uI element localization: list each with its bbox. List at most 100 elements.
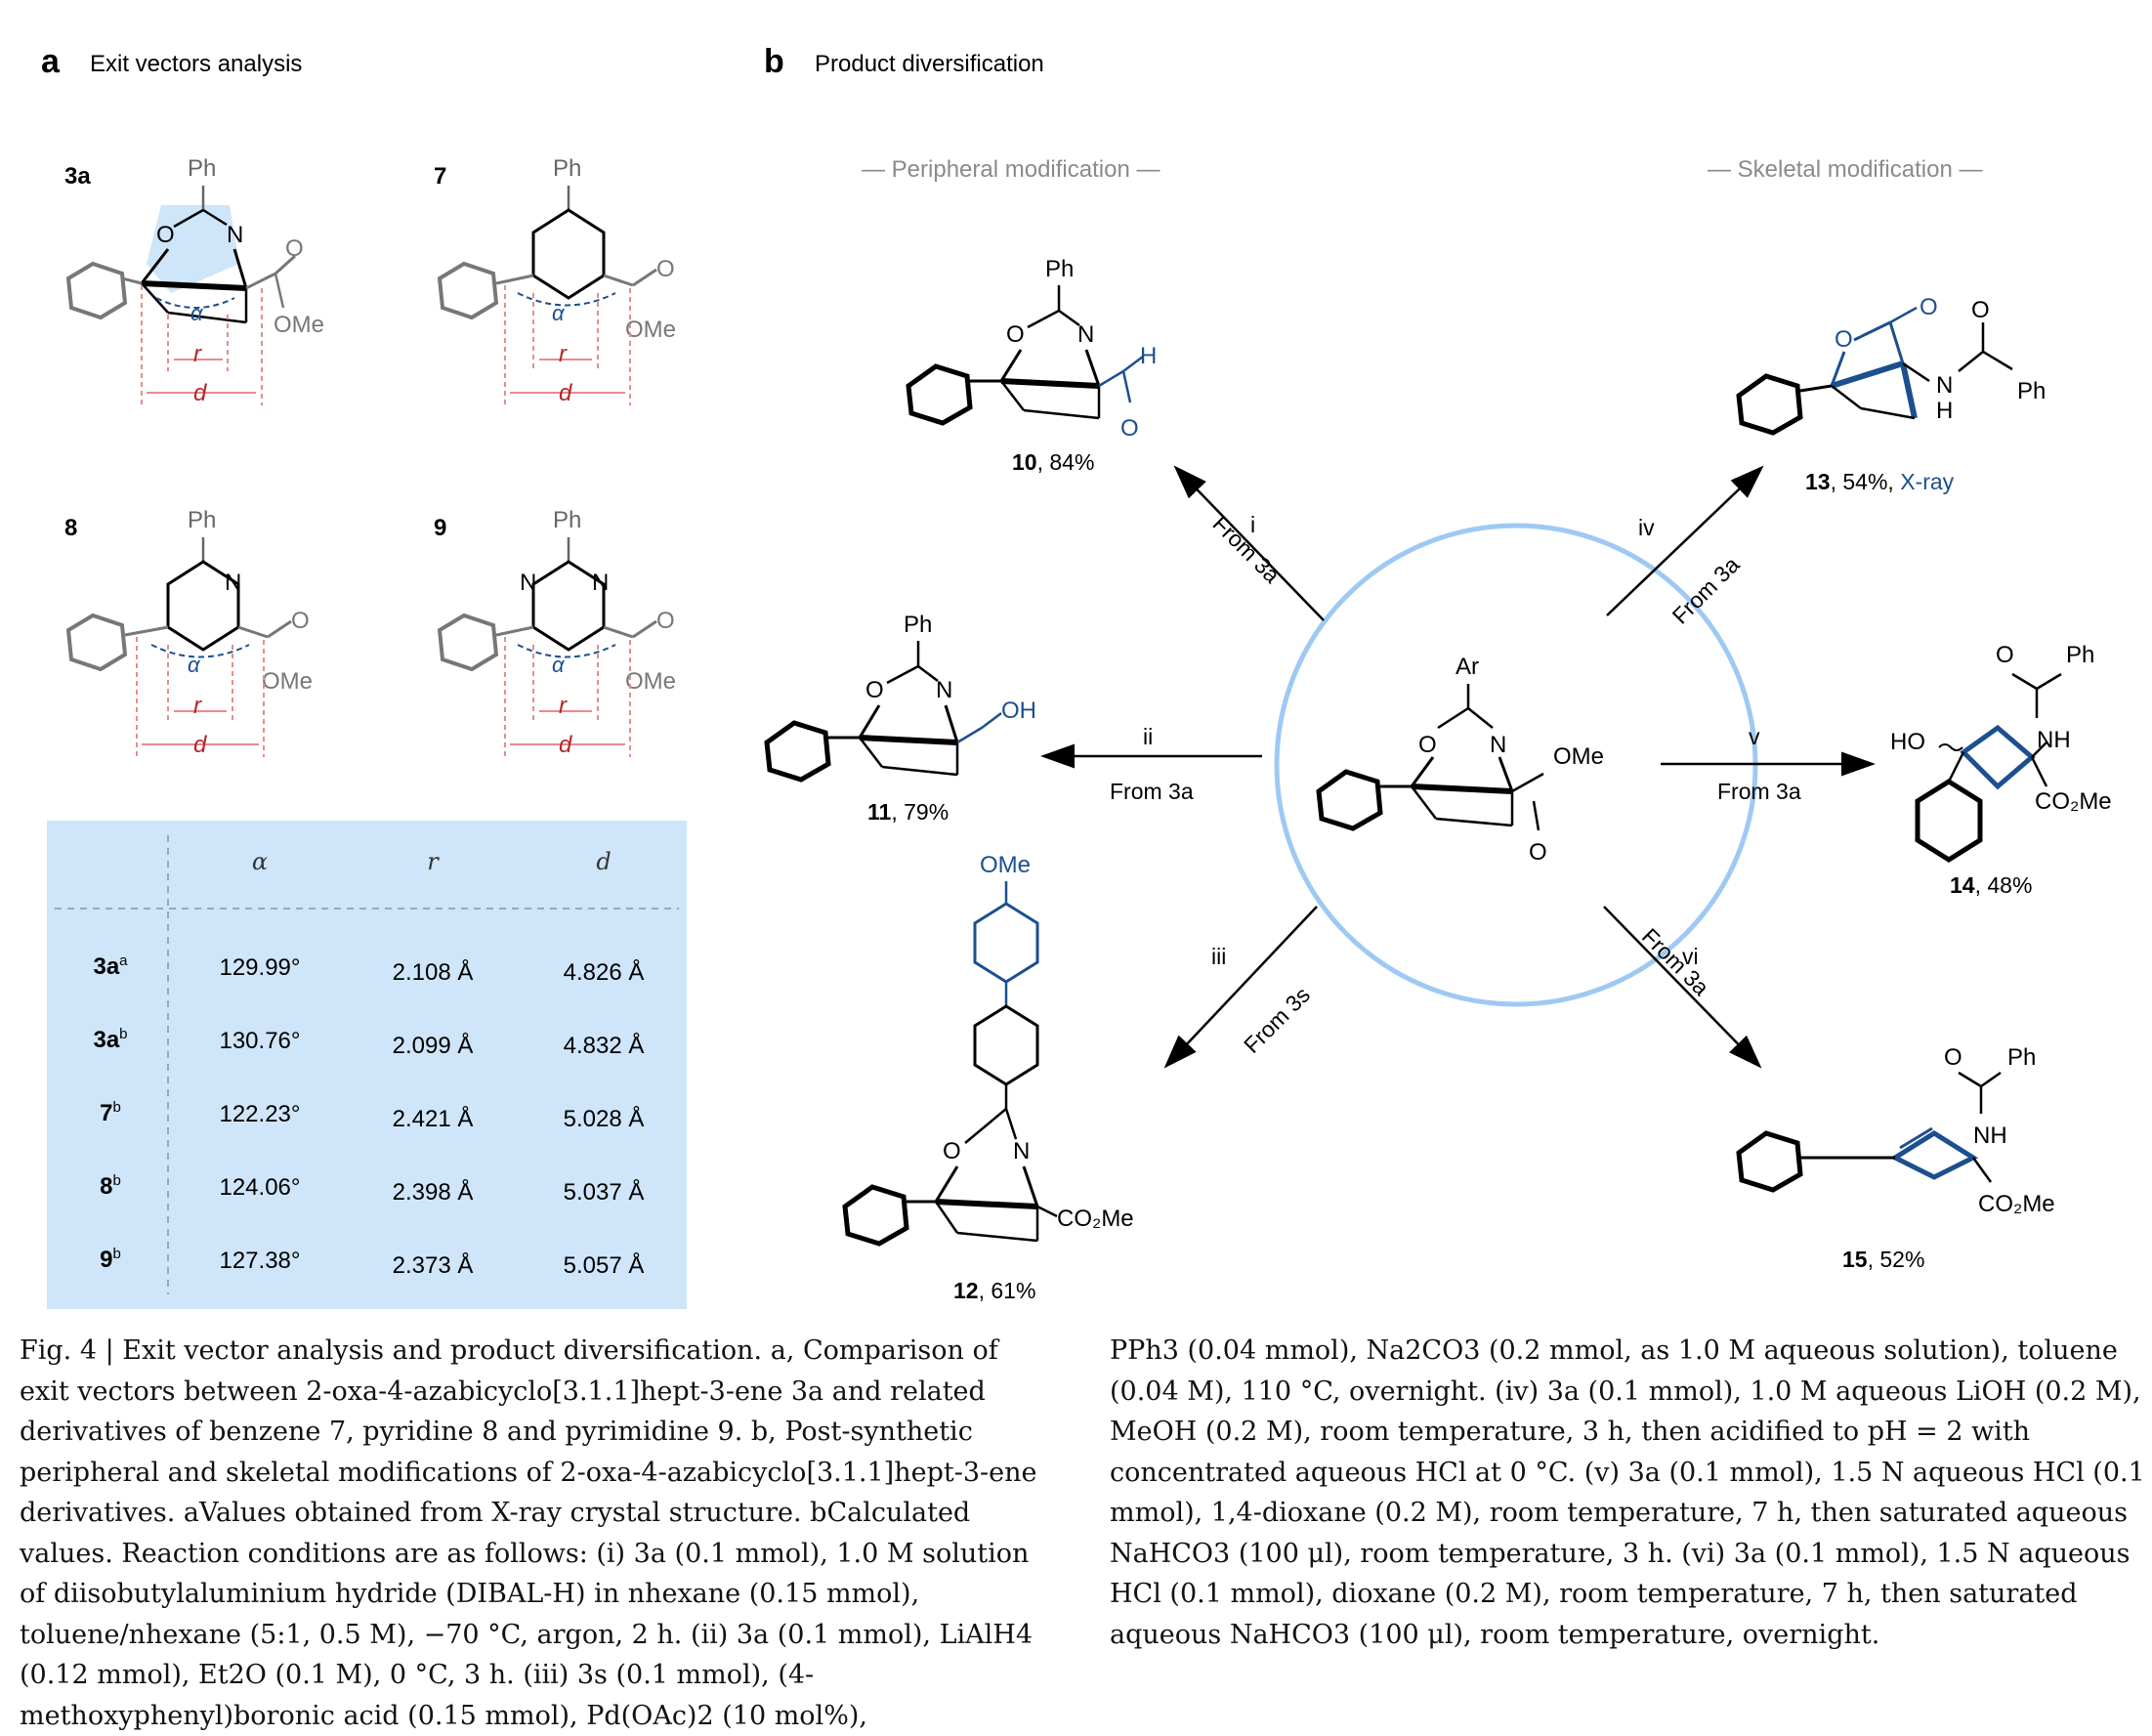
cell-d: 4.832 Å bbox=[563, 1033, 645, 1059]
label-8: 8 bbox=[64, 515, 77, 541]
table-dividers bbox=[55, 835, 679, 1294]
cell-alpha: 122.23° bbox=[219, 1101, 301, 1127]
co2me-label: CO₂Me bbox=[1057, 1206, 1134, 1232]
aldehyde-o-label: O bbox=[1120, 415, 1139, 442]
product-15-label: 15, 52% bbox=[1842, 1247, 1925, 1272]
product-11-label: 11, 79% bbox=[867, 799, 949, 825]
ph-label: Ph bbox=[2007, 1044, 2036, 1071]
cell-r: 2.108 Å bbox=[392, 959, 474, 986]
alpha-label: α bbox=[190, 301, 204, 325]
product-12: OMe O N CO₂Me bbox=[842, 852, 1134, 1247]
h-label: H bbox=[1936, 398, 1953, 424]
ph-label: Ph bbox=[553, 155, 581, 182]
ph-label: Ph bbox=[904, 612, 932, 638]
panel-b-letter: b bbox=[764, 43, 784, 80]
panel-b-title: Product diversification bbox=[815, 51, 1044, 77]
alpha-label: α bbox=[188, 653, 201, 677]
cell-d: 5.028 Å bbox=[563, 1106, 645, 1132]
ph-label: Ph bbox=[188, 507, 216, 533]
cell-alpha: 129.99° bbox=[219, 954, 301, 981]
ome-label: OMe bbox=[274, 312, 324, 338]
o2-label: O bbox=[656, 608, 675, 634]
arrow-iii-num: iii bbox=[1211, 944, 1226, 969]
ring-o-label: O bbox=[1835, 326, 1853, 353]
arrow-ii-from: From 3a bbox=[1110, 779, 1194, 804]
o-label: O bbox=[865, 677, 884, 703]
o-label: O bbox=[1996, 642, 2014, 668]
arrow-iii bbox=[1163, 906, 1318, 1069]
n2-label: N bbox=[592, 570, 609, 596]
xray-label: X-ray bbox=[1900, 469, 1955, 494]
product-12-label: 12, 61% bbox=[953, 1278, 1036, 1303]
cell-r: 2.373 Å bbox=[392, 1252, 474, 1279]
panel-a-letter: a bbox=[41, 43, 60, 80]
skeletal-heading: — Skeletal modification — bbox=[1708, 156, 1983, 183]
o-label: O bbox=[943, 1138, 961, 1164]
cell-alpha: 124.06° bbox=[219, 1174, 301, 1201]
ome-label: OMe bbox=[1553, 743, 1604, 770]
ph-label: Ph bbox=[188, 155, 216, 182]
n1-label: N bbox=[520, 570, 536, 596]
r-label: r bbox=[559, 693, 568, 719]
h-label: H bbox=[1140, 343, 1157, 369]
cell-d: 5.037 Å bbox=[563, 1179, 645, 1206]
arrow-i-from: From 3a bbox=[1207, 511, 1285, 588]
r-label: r bbox=[193, 341, 202, 367]
cell-d: 5.057 Å bbox=[563, 1252, 645, 1279]
row-label: 8b bbox=[100, 1172, 121, 1200]
arrow-i-num: i bbox=[1250, 512, 1255, 537]
structure-3a: 3a Ph O N O OMe α r d bbox=[64, 155, 324, 406]
structure-7: 7 Ph O OMe α r d bbox=[434, 155, 676, 406]
exit-vector-table: α r d 3aa 129.99° 2.108 Å 4.826 Å 3ab 13… bbox=[47, 821, 687, 1309]
o2-label: O bbox=[291, 608, 310, 634]
product-13: O O N H O Ph bbox=[1736, 294, 2046, 436]
caption-right: PPh3 (0.04 mmol), Na2CO3 (0.2 mmol, as 1… bbox=[1110, 1331, 2145, 1655]
arrow-vi-num: vi bbox=[1682, 944, 1699, 969]
ph-label: Ph bbox=[1045, 256, 1074, 282]
arrow-v-from: From 3a bbox=[1717, 779, 1801, 804]
peripheral-heading: — Peripheral modification — bbox=[862, 156, 1160, 183]
label-9: 9 bbox=[434, 515, 446, 541]
cell-d: 4.826 Å bbox=[563, 959, 645, 986]
o-label: O bbox=[156, 222, 175, 248]
ome-label: OMe bbox=[262, 668, 313, 695]
row-label: 3ab bbox=[93, 1026, 128, 1053]
ph-label: Ph bbox=[553, 507, 581, 533]
o-label: O bbox=[1006, 321, 1025, 348]
panel-b-scheme: Ar O N OMe O i From 3a ii From 3a iii Fr… bbox=[764, 256, 2112, 1247]
structure-9: 9 Ph N N O OMe α r d bbox=[434, 507, 676, 758]
caption-left-text: Fig. 4 | Exit vector analysis and produc… bbox=[20, 1335, 1037, 1731]
table-header-alpha: α bbox=[251, 848, 269, 875]
product-10-label: 10, 84% bbox=[1012, 449, 1095, 475]
caption-left: Fig. 4 | Exit vector analysis and produc… bbox=[20, 1331, 1055, 1736]
arrow-ii-num: ii bbox=[1143, 724, 1153, 749]
product-15: O Ph NH CO₂Me bbox=[1736, 1044, 2055, 1217]
label-3a: 3a bbox=[64, 163, 91, 190]
row-label: 3aa bbox=[93, 953, 128, 980]
table-header-r: r bbox=[427, 848, 439, 875]
d-label: d bbox=[193, 380, 207, 406]
product-11: Ph O N OH bbox=[764, 612, 1036, 783]
structure-8: 8 Ph N O OMe α r d bbox=[64, 507, 313, 758]
oh-label: OH bbox=[1001, 698, 1036, 724]
n-label: N bbox=[936, 677, 952, 703]
ph-label: Ph bbox=[2017, 378, 2046, 404]
caption-right-text: PPh3 (0.04 mmol), Na2CO3 (0.2 mmol, as 1… bbox=[1110, 1335, 2145, 1650]
o2-label: O bbox=[1529, 839, 1547, 866]
n-label: N bbox=[1490, 732, 1506, 758]
ar-label: Ar bbox=[1456, 654, 1479, 680]
ome-label: OMe bbox=[980, 852, 1031, 878]
product-10: Ph O N H O bbox=[906, 256, 1157, 442]
co2me-label: CO₂Me bbox=[2035, 788, 2112, 815]
d-label: d bbox=[559, 732, 572, 758]
o2-label: O bbox=[285, 235, 304, 262]
ho-label: HO bbox=[1890, 729, 1925, 755]
center-structure-3a: Ar O N OMe O bbox=[1316, 654, 1604, 866]
row-label: 7b bbox=[100, 1099, 121, 1126]
d-label: d bbox=[193, 732, 207, 758]
arrow-vi bbox=[1603, 906, 1762, 1069]
ph-label: Ph bbox=[2066, 642, 2094, 668]
ome-label: OMe bbox=[625, 317, 676, 343]
arrow-iv-num: iv bbox=[1638, 515, 1655, 540]
cell-alpha: 127.38° bbox=[219, 1248, 301, 1274]
